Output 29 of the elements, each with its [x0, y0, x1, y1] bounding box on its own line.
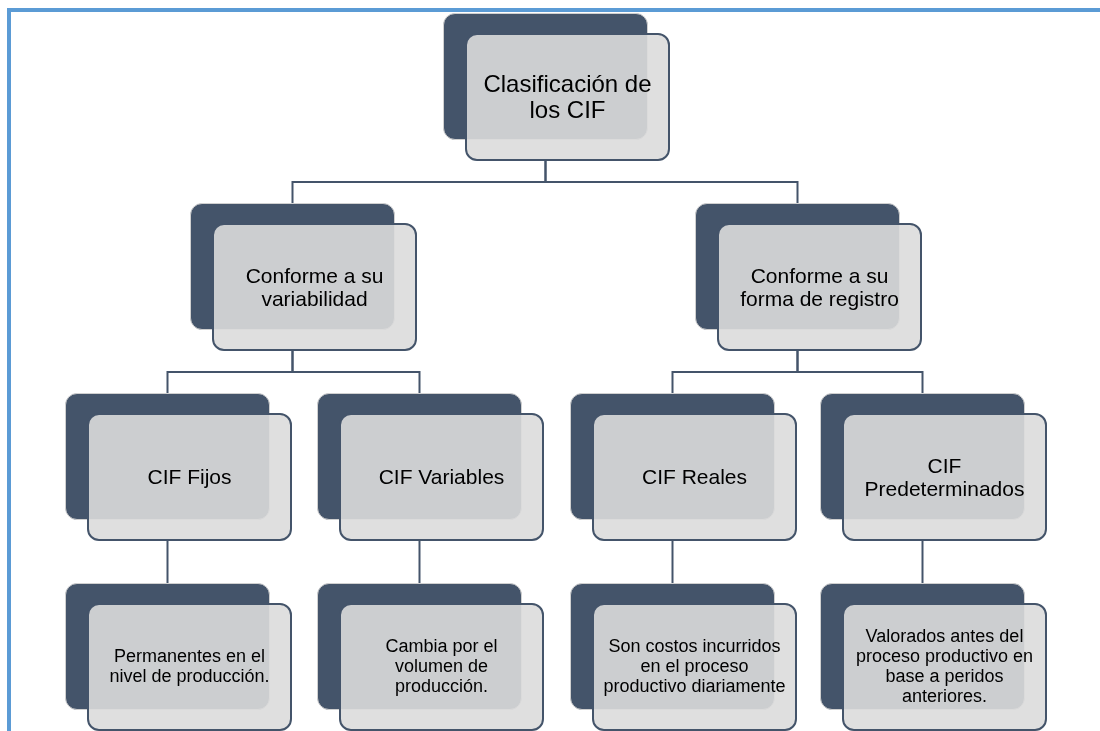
stacked-box [570, 583, 797, 731]
connector-line [671, 539, 674, 584]
connector-line [166, 539, 169, 584]
box-text: Conforme a su variabilidad [244, 263, 385, 311]
stacked-box [695, 203, 922, 351]
stacked-box [443, 13, 670, 161]
stacked-box [65, 393, 292, 541]
stacked-box [820, 393, 1047, 541]
stacked-box [317, 583, 544, 731]
box-text: Permanentes en el nivel de producción. [108, 647, 271, 687]
box-text: CIF Variables [378, 465, 505, 489]
box-text: Valorados antes del proceso productivo en base a peridos anteriores. [854, 627, 1035, 707]
box-text: Clasificación de los CIF [482, 70, 653, 124]
stacked-box [317, 393, 544, 541]
stacked-box [570, 393, 797, 541]
box-text: Conforme a su forma de registro [739, 263, 900, 311]
connector-line [418, 539, 421, 584]
stacked-box [65, 583, 292, 731]
box-text: CIF Predeterminados [863, 453, 1026, 501]
connector-line [291, 349, 421, 394]
stacked-box [820, 583, 1047, 731]
connector-line [544, 159, 799, 204]
box-text: CIF Reales [642, 465, 747, 489]
box-text: CIF Fijos [147, 465, 232, 489]
stacked-box [190, 203, 417, 351]
connector-line [921, 539, 924, 584]
connector-line [796, 349, 924, 394]
box-text: Son costos incurridos en el proceso productivo diariamente [602, 637, 787, 697]
box-text: Cambia por el volumen de producción. [384, 637, 499, 697]
